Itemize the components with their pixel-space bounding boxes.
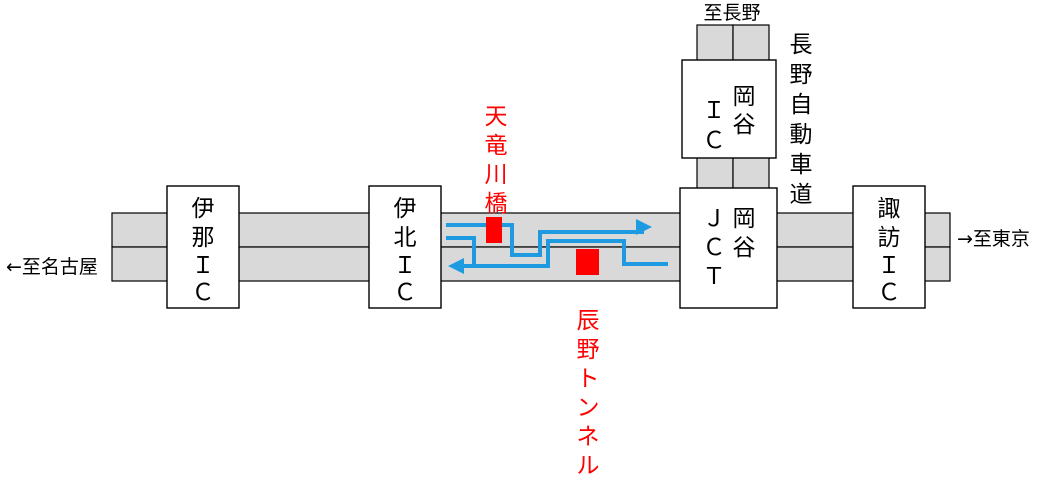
okaya-ic-char-4: Ｃ <box>703 128 726 154</box>
okaya-jct-char-5: Ｔ <box>703 264 726 290</box>
tatsuno-tunnel-char: ン <box>577 395 600 421</box>
okaya-jct-box <box>679 187 778 309</box>
to-nagano-label: 至長野 <box>703 2 760 24</box>
inakita-ic-box <box>368 185 442 309</box>
tatsuno-tunnel-char: ル <box>577 453 600 479</box>
road-upper-lane <box>111 212 951 248</box>
tenryu-bridge-char: 橋 <box>485 191 508 217</box>
to-tokyo-label: →至東京 <box>957 228 1030 250</box>
okaya-ic-char-1: 岡 <box>733 84 756 110</box>
tatsuno-tunnel-closure-marker <box>576 249 599 275</box>
tatsuno-tunnel-char: 野 <box>577 337 600 363</box>
ina-ic-char-4: Ｃ <box>192 280 215 306</box>
tenryu-bridge-char: 竜 <box>485 133 508 159</box>
nagano-expressway-char: 野 <box>790 62 813 88</box>
tenryu-bridge-char: 天 <box>485 104 508 130</box>
suwa-ic-char-2: 訪 <box>878 225 901 251</box>
inakita-ic-char-3: Ｉ <box>394 253 417 279</box>
main-road <box>111 212 951 282</box>
tatsuno-tunnel-char: 辰 <box>577 308 600 334</box>
westbound-detour-line-a <box>446 236 668 268</box>
inakita-ic-label: 伊 北 Ｉ Ｃ <box>394 196 417 306</box>
inakita-ic-char-1: 伊 <box>394 196 417 222</box>
nagano-expressway-char: 車 <box>790 152 813 178</box>
inakita-ic-char-4: Ｃ <box>394 280 417 306</box>
okaya-jct-char-3: Ｊ <box>703 206 726 232</box>
okaya-ic-label: 岡 谷 Ｉ Ｃ <box>703 84 756 154</box>
to-nagoya-label: ←至名古屋 <box>6 256 98 278</box>
nagano-expressway-char: 長 <box>790 32 813 58</box>
okaya-jct-char-4: Ｃ <box>703 235 726 261</box>
suwa-ic-char-4: Ｃ <box>878 280 901 306</box>
ina-ic-char-3: Ｉ <box>192 253 215 279</box>
okaya-jct-label: 岡 谷 Ｊ Ｃ Ｔ <box>703 206 756 290</box>
okaya-ic-box <box>681 59 777 159</box>
suwa-ic-char-1: 諏 <box>878 196 901 222</box>
ina-ic-char-2: 那 <box>192 225 215 251</box>
suwa-ic-char-3: Ｉ <box>878 253 901 279</box>
suwa-ic-box <box>852 185 926 309</box>
nagano-expressway-char: 自 <box>790 92 813 118</box>
tenryu-bridge-closure-marker <box>486 217 502 243</box>
ina-ic-label: 伊 那 Ｉ Ｃ <box>192 196 215 306</box>
tenryu-bridge-char: 川 <box>485 162 508 188</box>
eastbound-arrowhead <box>636 219 652 235</box>
okaya-ic-char-2: 谷 <box>733 112 756 138</box>
nagano-expressway-char: 道 <box>790 182 813 208</box>
westbound-arrowhead <box>448 258 464 274</box>
nagano-expressway-char: 動 <box>790 122 813 148</box>
tatsuno-tunnel-char: ト <box>577 366 600 392</box>
tatsuno-tunnel-char: ネ <box>577 424 600 450</box>
okaya-ic-char-3: Ｉ <box>703 98 726 124</box>
okaya-jct-char-2: 谷 <box>733 235 756 261</box>
okaya-jct-char-1: 岡 <box>733 206 756 232</box>
inakita-ic-char-2: 北 <box>394 225 417 251</box>
suwa-ic-label: 諏 訪 Ｉ Ｃ <box>878 196 901 306</box>
ina-ic-box <box>166 185 240 309</box>
ina-ic-char-1: 伊 <box>192 196 215 222</box>
